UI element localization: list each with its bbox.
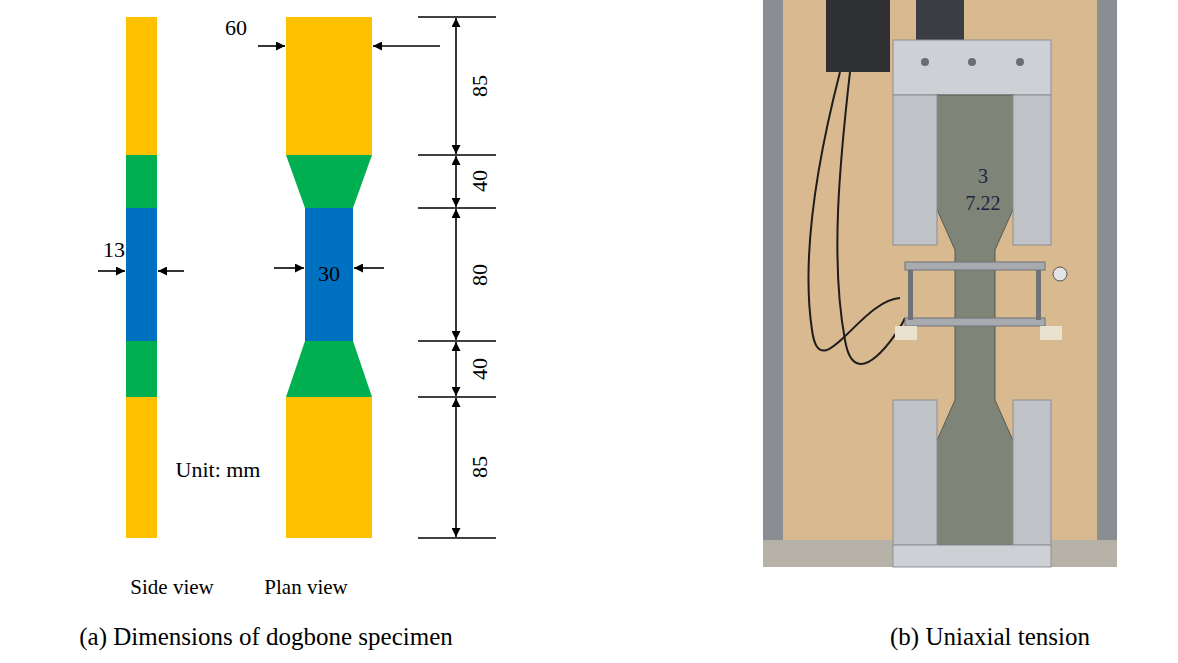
dimension-arrow (373, 45, 440, 47)
transition-part (126, 341, 157, 397)
dimension-line (455, 342, 457, 396)
subfigure-caption: (a) Dimensions of dogbone specimen (79, 623, 453, 651)
dimension-value: 13 (103, 238, 125, 262)
gauge-section: 30 (305, 208, 353, 341)
dimension-tick (418, 396, 496, 398)
grip-part (286, 17, 372, 155)
dimension-arrow (274, 267, 304, 269)
dimension-arrow (258, 45, 285, 47)
dimension-tick (418, 16, 496, 18)
dimension-value: 40 (468, 170, 492, 192)
view-label: Unit: mm (176, 458, 261, 482)
fan-box (826, 0, 890, 72)
grip-part (126, 17, 157, 155)
extensometer-rod (1036, 270, 1041, 320)
dimension-tick (418, 207, 496, 209)
dimension-tick (418, 340, 496, 342)
view-label: Side view (130, 576, 213, 599)
bolt (968, 58, 976, 66)
grip-plate (1013, 400, 1051, 545)
frame-column (763, 0, 783, 567)
extensometer-rod (908, 270, 913, 320)
transition-part (286, 155, 372, 208)
subfigure-caption: (b) Uniaxial tension (890, 623, 1090, 651)
dimension-value: 40 (468, 358, 492, 380)
grip-block (893, 545, 1051, 567)
clamp (1040, 326, 1062, 340)
clamp (895, 326, 917, 340)
dimension-line (455, 18, 457, 154)
grip-block (893, 40, 1051, 95)
dial-gauge (1053, 267, 1067, 281)
dimension-arrow (354, 267, 384, 269)
wire (808, 72, 900, 351)
transition-part (286, 341, 372, 397)
dimension-line (455, 398, 457, 537)
dimension-value: 30 (318, 262, 340, 286)
bolt (1016, 58, 1024, 66)
gauge-part (126, 208, 157, 341)
dimension-tick (418, 154, 496, 156)
dimension-arrow (158, 270, 184, 272)
grip-part (286, 397, 372, 538)
extensometer-bar (905, 262, 1045, 270)
specimen-marking: 3 (978, 165, 988, 187)
transition-part (126, 155, 157, 208)
wall-background (763, 0, 1117, 567)
extensometer-bar (905, 318, 1045, 326)
grip-plate (893, 400, 937, 545)
dimension-tick (418, 537, 496, 539)
dimension-value: 60 (225, 16, 247, 40)
grip-plate (1013, 95, 1051, 245)
specimen-marking: 7.22 (966, 192, 1001, 214)
dimension-line (455, 156, 457, 207)
dimension-chain (418, 17, 496, 538)
dimension-value: 80 (468, 264, 492, 286)
test-photo (763, 0, 1117, 567)
load-rod (916, 0, 964, 45)
dimension-line (455, 209, 457, 340)
grip-plate (893, 95, 937, 245)
view-label: Plan view (264, 576, 347, 599)
dimension-arrow (98, 270, 125, 272)
dimension-value: 85 (468, 75, 492, 97)
dimension-value: 85 (468, 456, 492, 478)
grip-part (126, 397, 157, 538)
bolt (921, 58, 929, 66)
frame-column (1097, 0, 1117, 567)
